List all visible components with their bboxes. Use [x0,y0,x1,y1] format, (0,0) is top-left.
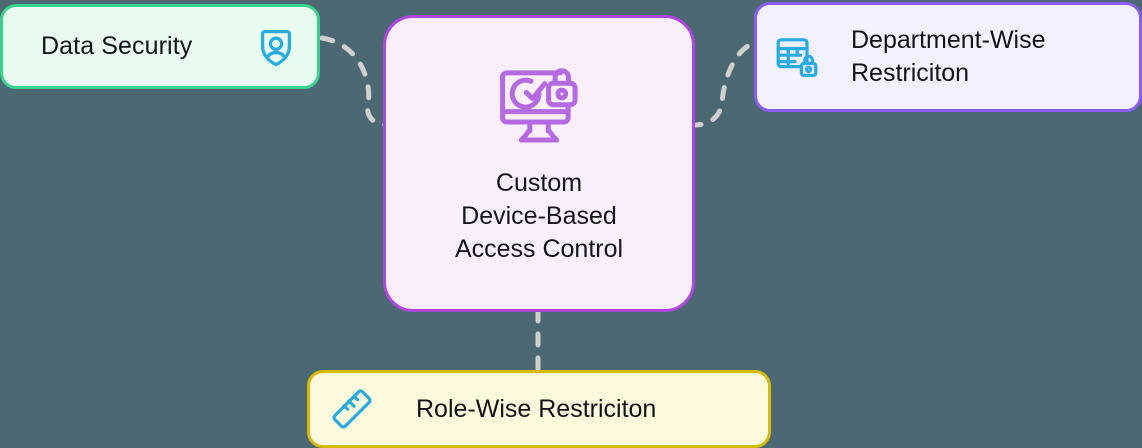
node-custom-device-based-access-control[interactable]: Custom Device-Based Access Control [383,15,695,312]
node-department-wise-restriciton-label: Department-Wise Restriciton [851,26,1046,87]
node-data-security[interactable]: Data Security [0,4,320,89]
edge-center-to-department [687,39,760,128]
shield-user-icon [253,24,299,70]
node-data-security-label: Data Security [41,32,193,60]
node-department-wise-restriciton[interactable]: Department-Wise Restriciton [754,2,1142,112]
monitor-lock-check-icon [493,61,585,153]
node-custom-device-based-access-control-label: Custom Device-Based Access Control [454,168,624,264]
ruler-icon [328,385,376,433]
table-lock-icon [773,33,821,81]
node-role-wise-restriciton-label: Role-Wise Restriciton [416,394,657,423]
node-role-wise-restriciton[interactable]: Role-Wise Restriciton [307,370,771,448]
